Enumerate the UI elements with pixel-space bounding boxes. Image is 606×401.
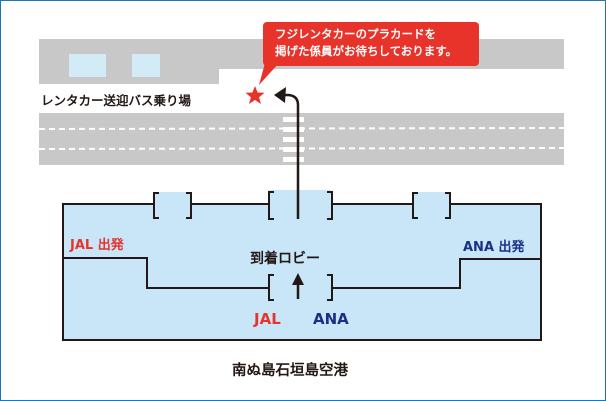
callout-line2: 掲げた係員がお待ちしております。 — [275, 44, 458, 58]
road — [38, 113, 565, 165]
jal-label: JAL — [254, 310, 281, 328]
callout-bubble: フジレンタカーのプラカードを 掲げた係員がお待ちしております。 — [263, 22, 479, 66]
ana-label: ANA — [313, 310, 349, 328]
crosswalk — [283, 117, 304, 162]
star-icon — [245, 86, 265, 104]
ana-departure-label: ANA 出発 — [463, 240, 525, 255]
route-arrowhead — [274, 87, 286, 103]
airport-building — [62, 190, 542, 341]
callout-tail — [259, 63, 279, 85]
inner-arrow — [292, 273, 304, 299]
arrival-lobby-label: 到着ロビー — [250, 251, 320, 267]
bus-stop-label: レンタカー送迎バス乗り場 — [41, 93, 192, 108]
callout-line1: フジレンタカーのプラカードを — [275, 27, 436, 41]
airport-name: 南ぬ島石垣島空港 — [232, 363, 348, 379]
jal-departure-label: JAL 出発 — [70, 238, 124, 253]
route-arrow — [281, 93, 300, 219]
